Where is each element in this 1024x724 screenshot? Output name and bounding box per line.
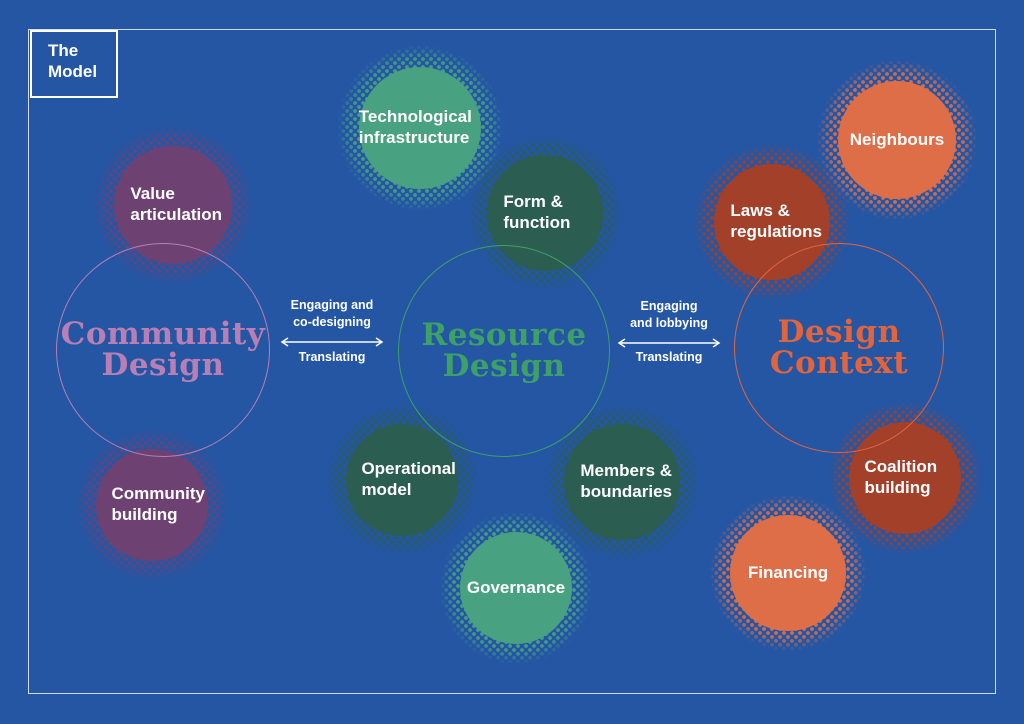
factor-label: Community building <box>111 484 205 525</box>
circle-community-design: Community Design <box>56 243 270 457</box>
title-line-2: Model <box>48 62 98 81</box>
factor-label: Operational model <box>361 459 456 500</box>
halftone-core <box>459 531 573 645</box>
factor-neighbours: Neighbours <box>815 58 979 222</box>
halftone-core <box>95 448 209 562</box>
double-arrow-icon <box>617 338 721 348</box>
factor-label: Technological infrastructure <box>358 107 472 148</box>
factor-label: Laws & regulations <box>730 201 823 242</box>
page-border-frame <box>28 29 996 694</box>
connector-right-top-label: Engaging and lobbying <box>630 299 708 330</box>
circle-resource-design: Resource Design <box>398 245 610 457</box>
circle-label: Community Design <box>60 316 266 383</box>
factor-label: Value articulation <box>130 184 222 225</box>
title-box: The Model <box>30 30 118 98</box>
connector-left-top-label: Engaging and co-designing <box>290 298 374 329</box>
factor-label: Form & function <box>503 192 571 233</box>
title-line-1: The <box>48 41 79 60</box>
circle-label: Design Context <box>769 314 909 381</box>
circle-design-context: Design Context <box>734 243 944 453</box>
factor-governance: Governance <box>438 510 594 666</box>
halftone-core <box>564 424 680 540</box>
circle-label: Resource Design <box>421 317 587 384</box>
halftone-core <box>358 66 482 190</box>
factor-label: Financing <box>747 563 829 583</box>
factor-label: Members & boundaries <box>580 461 673 502</box>
double-arrow-icon <box>280 337 384 347</box>
halftone-core <box>730 515 846 631</box>
factor-label: Neighbours <box>849 130 945 150</box>
factor-label: Governance <box>466 578 566 598</box>
factor-label: Coalition building <box>864 457 938 498</box>
connector-left-bottom-label: Translating <box>298 350 366 364</box>
halftone-core <box>837 80 957 200</box>
connector-right-bottom-label: Translating <box>635 350 703 364</box>
halftone-core <box>345 423 459 537</box>
